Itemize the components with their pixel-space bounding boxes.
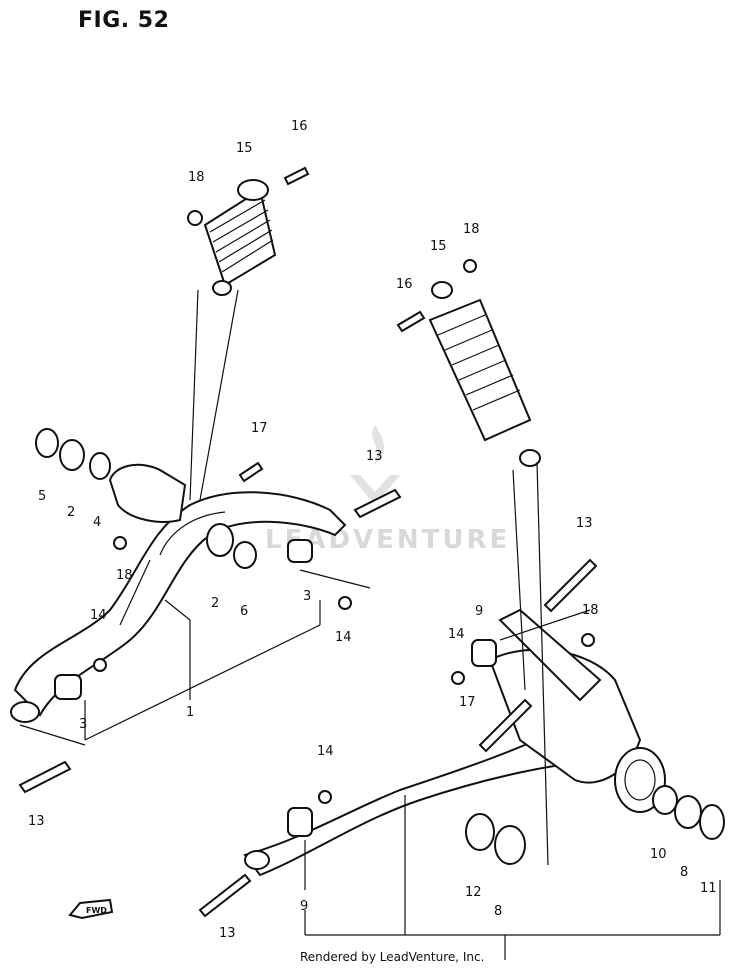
right-seal-12	[465, 813, 495, 851]
right-nut-14-upper	[451, 671, 465, 685]
right-shock-nut	[463, 259, 477, 273]
callout-16-left: 16	[291, 119, 308, 134]
callout-12: 12	[465, 885, 482, 900]
right-shock-bolt	[396, 310, 426, 333]
callout-18-right-lower: 18	[582, 603, 599, 618]
right-bolt-13-lower	[198, 873, 252, 918]
left-nut-14-lower	[93, 658, 107, 672]
left-pivot-housing	[108, 463, 187, 523]
fwd-arrow: FWD	[68, 898, 114, 920]
callout-13-right-upper: 13	[576, 516, 593, 531]
callout-3-lower: 3	[79, 717, 87, 732]
callout-8-right-b: 8	[494, 904, 502, 919]
right-bushing-9-lower	[287, 807, 313, 837]
left-leader-lines	[19, 289, 371, 746]
callout-17-left: 17	[251, 421, 268, 436]
fig-title: FIG. 52	[78, 8, 170, 33]
left-bushing-3-lower	[54, 674, 82, 700]
right-bearing-8	[494, 825, 526, 865]
callout-16-right: 16	[396, 277, 413, 292]
right-bolt-17	[478, 698, 533, 753]
callout-17-right: 17	[459, 695, 476, 710]
left-shock-nut	[187, 210, 203, 226]
left-bearing-2b	[206, 523, 234, 557]
callout-15-right: 15	[430, 239, 447, 254]
callout-14-right-upper: 14	[448, 627, 465, 642]
callout-13-right-lower: 13	[219, 926, 236, 941]
callout-2-left-a: 2	[67, 505, 75, 520]
callout-1: 1	[186, 705, 194, 720]
left-shock-bolt	[283, 166, 310, 186]
right-arm-end	[244, 850, 270, 870]
left-collar-4	[89, 452, 111, 480]
callout-2-left-b: 2	[211, 596, 219, 611]
callout-18-right-upper: 18	[463, 222, 480, 237]
callout-11: 11	[700, 881, 717, 896]
left-seal-5	[35, 428, 59, 458]
right-shock-absorber	[428, 281, 541, 467]
left-bearing-2	[59, 439, 85, 471]
callout-8-right-a: 8	[680, 865, 688, 880]
callout-14-left-lower: 14	[90, 608, 107, 623]
left-tube-end	[10, 701, 40, 723]
right-collar-10	[652, 785, 678, 815]
callout-10: 10	[650, 847, 667, 862]
callout-18-left-lower: 18	[116, 568, 133, 583]
left-bolt-13-lower	[18, 760, 72, 794]
right-seal-11	[699, 804, 725, 840]
right-upper-arm	[498, 608, 602, 702]
callout-3-upper: 3	[303, 589, 311, 604]
right-bearing-8b	[674, 795, 702, 829]
watermark-logo	[345, 420, 405, 515]
callout-6: 6	[240, 604, 248, 619]
left-bolt-17	[238, 461, 264, 483]
callout-5: 5	[38, 489, 46, 504]
right-bushing-9-upper	[471, 639, 497, 667]
right-nut-18	[581, 633, 595, 647]
callout-14-left-upper: 14	[335, 630, 352, 645]
svg-text:FWD: FWD	[86, 906, 107, 915]
right-leader-lines	[304, 461, 721, 960]
callout-9-upper: 9	[475, 604, 483, 619]
left-bolt-13-upper	[353, 488, 402, 519]
left-nut-14-upper	[338, 596, 352, 610]
left-nut-18-lower	[113, 536, 127, 550]
callout-15-left: 15	[236, 141, 253, 156]
left-shock-absorber	[203, 179, 277, 296]
callout-13-left-lower: 13	[28, 814, 45, 829]
callout-14-right-lower: 14	[317, 744, 334, 759]
right-nut-14-lower	[318, 790, 332, 804]
left-seal-6	[233, 541, 257, 569]
right-bolt-13-upper	[543, 558, 598, 613]
callout-13-left-upper: 13	[366, 449, 383, 464]
callout-4: 4	[93, 515, 101, 530]
callout-18-left-upper: 18	[188, 170, 205, 185]
callout-9-lower: 9	[300, 899, 308, 914]
footer-credit: Rendered by LeadVenture, Inc.	[300, 950, 485, 964]
left-bushing-3-upper	[287, 539, 313, 563]
